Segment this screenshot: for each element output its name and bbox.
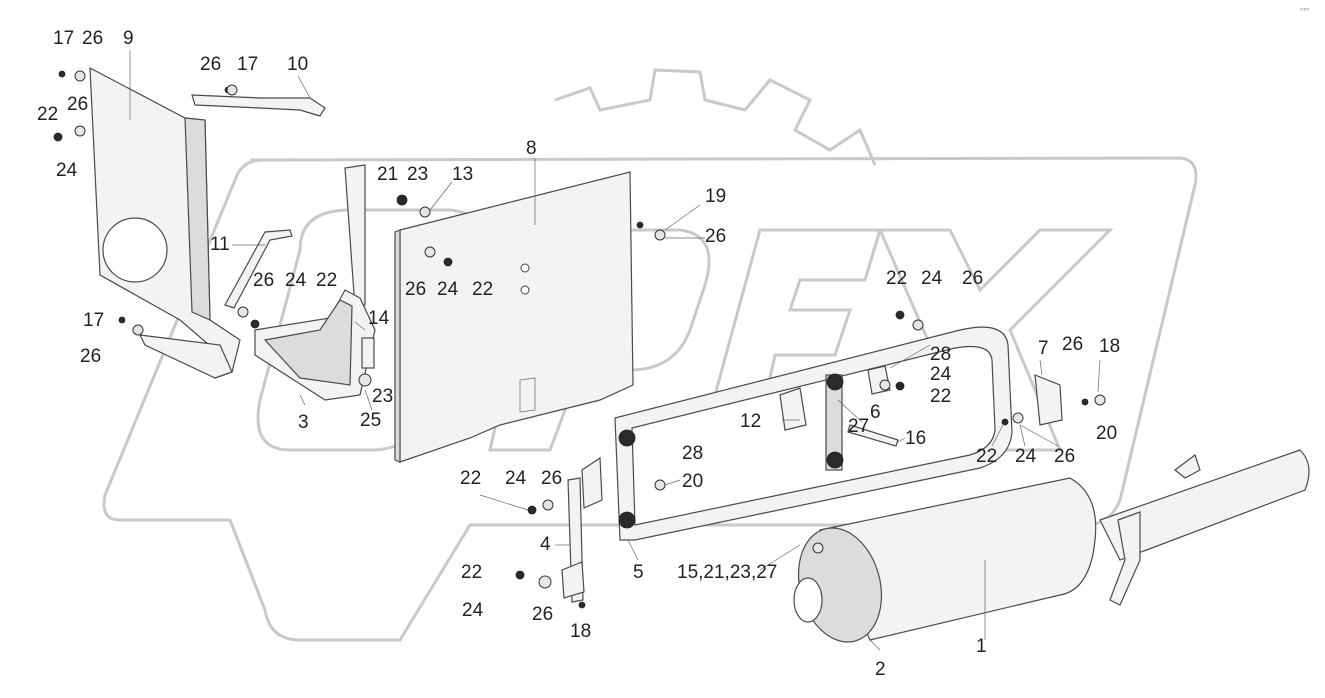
label-24: 24 [462,600,484,621]
label-18: 18 [1099,336,1120,357]
label-19: 19 [705,186,726,207]
label-26: 26 [82,28,103,49]
label-26: 26 [200,54,221,75]
part-7-bracket [1034,374,1063,426]
label-4: 4 [540,534,551,555]
part-9-side-shield [89,66,241,379]
part-4-bracket [561,456,603,603]
label-15-21-23-27: 15,21,23,27 [677,562,777,583]
label-24: 24 [930,364,952,385]
part-8-panel [394,171,634,463]
label-28: 28 [930,344,951,365]
label-22: 22 [316,270,337,291]
label-23: 23 [372,386,393,407]
leader-lines [129,50,1101,651]
label-26: 26 [253,270,274,291]
label-22: 22 [930,386,951,407]
part-labels: 17 26 9 26 17 10 22 26 24 8 21 23 13 19 … [37,7,1310,680]
label-24: 24 [1015,446,1037,467]
label-9: 9 [123,28,134,49]
label-20: 20 [1096,423,1117,444]
corner-mark: °°° [1300,7,1310,16]
label-28: 28 [682,443,703,464]
label-27: 27 [848,416,869,437]
label-26: 26 [1062,334,1083,355]
label-13: 13 [452,164,473,185]
part-16-pin [847,424,899,447]
label-22: 22 [460,468,481,489]
label-14: 14 [368,308,390,329]
label-16: 16 [905,428,926,449]
label-26: 26 [1054,446,1075,467]
part-10-strap [191,94,326,117]
label-5: 5 [633,562,644,583]
label-22: 22 [976,446,997,467]
label-24: 24 [285,270,307,291]
label-24: 24 [505,468,527,489]
part-5-frame [614,326,1013,541]
watermark-gear [554,68,877,166]
label-7: 7 [1038,338,1049,359]
label-20: 20 [682,471,703,492]
label-6: 6 [870,402,881,423]
label-24: 24 [921,268,943,289]
label-3: 3 [298,412,309,433]
label-12: 12 [740,411,761,432]
part-11-strap [224,229,293,309]
hardware [53,70,1106,609]
label-25: 25 [360,410,381,431]
label-24: 24 [56,160,78,181]
label-26: 26 [67,94,88,115]
label-8: 8 [526,138,537,159]
label-10: 10 [287,54,308,75]
watermark-outline [102,156,1198,642]
label-1: 1 [976,636,987,657]
label-2: 2 [875,659,886,680]
label-11: 11 [210,234,230,255]
part-3-stand [254,164,376,401]
label-17: 17 [237,54,258,75]
label-26: 26 [405,279,426,300]
label-26: 26 [541,468,562,489]
part-12-clamp [779,387,807,431]
label-22: 22 [461,562,482,583]
label-22: 22 [472,279,493,300]
label-22: 22 [37,104,58,125]
label-21: 21 [377,164,398,185]
label-26: 26 [532,604,553,625]
label-24: 24 [437,279,459,300]
label-17: 17 [83,310,104,331]
label-26: 26 [80,346,101,367]
label-26: 26 [705,226,726,247]
part-1-muffler [793,449,1310,643]
label-23: 23 [407,164,428,185]
label-26: 26 [962,268,983,289]
label-22: 22 [886,268,907,289]
label-17: 17 [53,28,74,49]
label-18: 18 [570,621,591,642]
